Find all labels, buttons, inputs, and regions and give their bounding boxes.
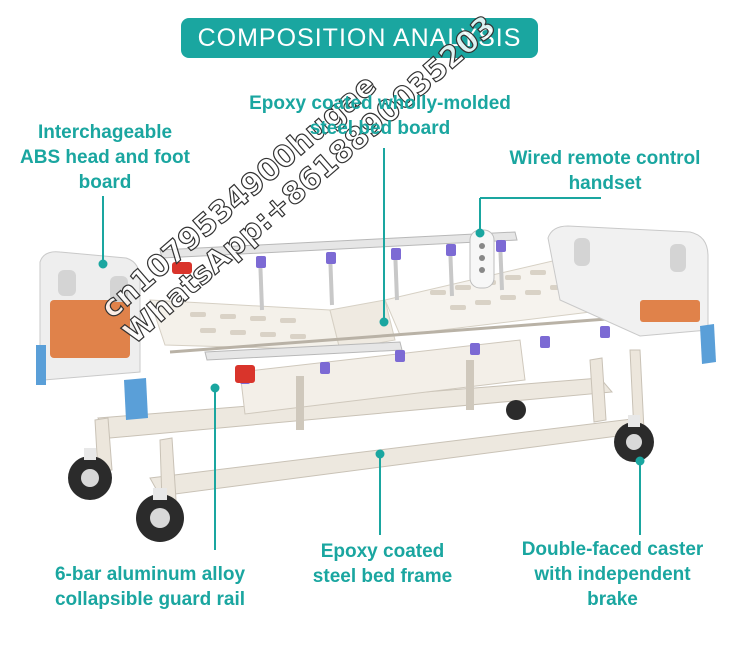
label-line: handset	[568, 173, 642, 194]
crank-handle	[172, 262, 192, 274]
label-line: board	[78, 172, 132, 193]
foot-board	[547, 225, 716, 364]
label-caster: Double-faced caster with independent bra…	[510, 537, 715, 612]
guard-rail	[159, 231, 610, 384]
label-line: 6-bar aluminum alloy	[54, 564, 246, 585]
label-head-foot-board: Interchageable ABS head and foot board	[10, 120, 200, 195]
caster-wheels	[68, 400, 654, 542]
label-bed-board: Epoxy coated wholly-molded steel bed boa…	[230, 91, 530, 141]
crank-handle	[235, 365, 255, 383]
page-title: COMPOSITION ANALYSIS	[181, 18, 538, 58]
label-remote-handset: Wired remote control handset	[495, 146, 715, 196]
head-board	[36, 251, 148, 420]
label-guard-rail: 6-bar aluminum alloy collapsible guard r…	[40, 562, 260, 612]
label-line: Interchageable	[37, 122, 173, 143]
label-line: steel bed frame	[312, 566, 453, 587]
label-line: with independent	[534, 564, 691, 585]
label-line: collapsible guard rail	[54, 589, 246, 610]
callout-lines	[98, 148, 645, 550]
label-line: Wired remote control	[509, 148, 701, 169]
label-line: steel bed board	[309, 118, 451, 139]
label-line: Epoxy coated wholly-molded	[249, 93, 511, 114]
label-line: Epoxy coated	[320, 541, 445, 562]
label-line: brake	[587, 589, 638, 610]
label-bed-frame: Epoxy coated steel bed frame	[300, 539, 465, 589]
bed-frame	[94, 339, 649, 503]
remote-handset	[469, 229, 495, 289]
label-line: ABS head and foot	[20, 147, 190, 168]
label-line: Double-faced caster	[521, 539, 704, 560]
